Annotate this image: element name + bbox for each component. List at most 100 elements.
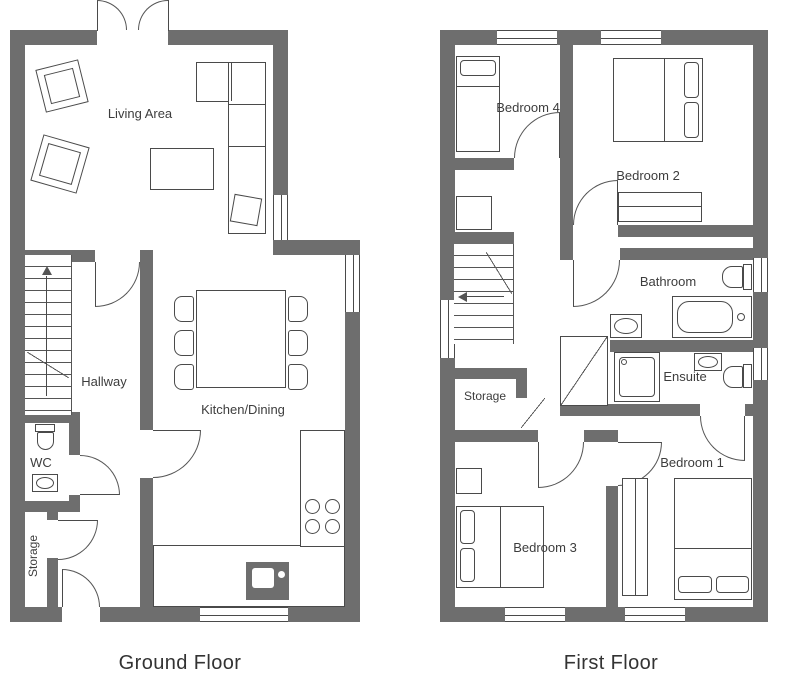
wall-segment [440,30,455,300]
wall-segment [454,232,514,244]
stair-break-line [27,352,69,378]
coffee-table [150,148,214,190]
room-label-bedroom2: Bedroom 2 [616,168,680,183]
sofa-cushion-line [231,63,232,101]
bed-fold-line [457,86,499,87]
wall-segment [25,501,80,512]
window [601,30,661,45]
wall-segment [140,250,153,430]
wall-segment [454,158,514,170]
dining-chair [288,330,308,356]
bed-pillow [678,576,712,593]
shower-drain [621,359,627,365]
room-label-hallway: Hallway [81,374,127,389]
stair-up-arrow-icon [42,266,52,275]
window-pane-line [447,300,449,358]
wall-segment [745,404,753,416]
first-floor-title: First Floor [563,652,659,674]
room-label-ensuite: Ensuite [663,369,707,384]
ground-floor-title: Ground Floor [118,652,242,674]
armchair-seat [38,142,82,186]
wall-segment [661,30,768,45]
door-swing-arc [573,180,618,225]
wall-segment [10,607,62,622]
armchair [30,134,90,194]
wall-segment [69,412,80,455]
wall-segment [753,30,768,258]
wall-segment [560,45,573,260]
room-label-living-area: Living Area [107,106,173,121]
wardrobe [618,192,702,222]
armchair [35,59,89,113]
wall-segment [440,30,497,45]
door-swing-arc [138,0,168,30]
wall-segment [345,240,360,255]
door-swing-arc [97,0,127,30]
room-label-bedroom4: Bedroom 4 [496,100,560,115]
door-swing-arc [153,430,201,478]
dining-chair [288,296,308,322]
wall-segment [606,486,618,607]
dining-chair [288,364,308,390]
bathtub-basin [677,301,733,333]
door-swing-arc [80,455,120,495]
window [440,300,455,358]
window [200,607,288,622]
room-label-bathroom: Bathroom [639,274,697,289]
window [753,348,768,380]
wall-segment [25,412,80,423]
kitchen-sink-basin [252,568,274,588]
bed-pillow [460,548,475,582]
bed-pillow [460,510,475,544]
sofa-cushion-line [229,146,265,147]
bed-fold-line [664,59,665,141]
wall-segment [516,368,527,398]
wall-segment [273,45,288,195]
staircase [25,255,72,415]
toilet-bowl [722,266,743,288]
window-pane-line [200,614,288,616]
wall-segment [753,380,768,622]
window-pane-line [352,255,354,312]
wall-segment [685,607,768,622]
wall-segment [47,558,58,607]
landing-cupboard [456,196,492,230]
window-pane-line [497,37,557,39]
armchair-seat [43,67,81,105]
wall-segment [140,478,153,607]
room-label-bedroom3: Bedroom 3 [513,540,577,555]
window [345,255,360,312]
sofa-cushion [229,193,263,227]
wall-segment [565,607,625,622]
wall-segment [440,358,455,622]
window-pane-line [280,195,282,240]
wall-segment [606,430,618,442]
toilet-cistern [743,364,752,388]
wall-segment [454,368,516,379]
window-pane-line [760,258,762,292]
wall-segment [440,607,505,622]
room-label-storage-ground: Storage [26,534,40,578]
kitchen-sink-unit [246,562,289,600]
hob-burner [305,499,320,514]
window-pane-line [625,614,685,616]
bed-pillow [684,102,699,138]
toilet-bowl [723,366,743,388]
wall-segment [610,340,753,352]
window [505,607,565,622]
wardrobe-line [619,206,701,207]
door-swing-arc [573,260,620,307]
wall-segment [753,292,768,348]
bed-fold-line [675,548,751,549]
wardrobe-line [635,479,636,595]
wall-segment [560,404,700,416]
dining-chair [174,330,194,356]
shower-cupboard [560,336,608,406]
bed-pillow [716,576,749,593]
wall-segment [288,607,360,622]
hob-burner [305,519,320,534]
toilet-bowl [37,432,54,450]
wall-segment [557,30,601,45]
hob-burner [325,499,340,514]
toilet-cistern [743,264,752,290]
